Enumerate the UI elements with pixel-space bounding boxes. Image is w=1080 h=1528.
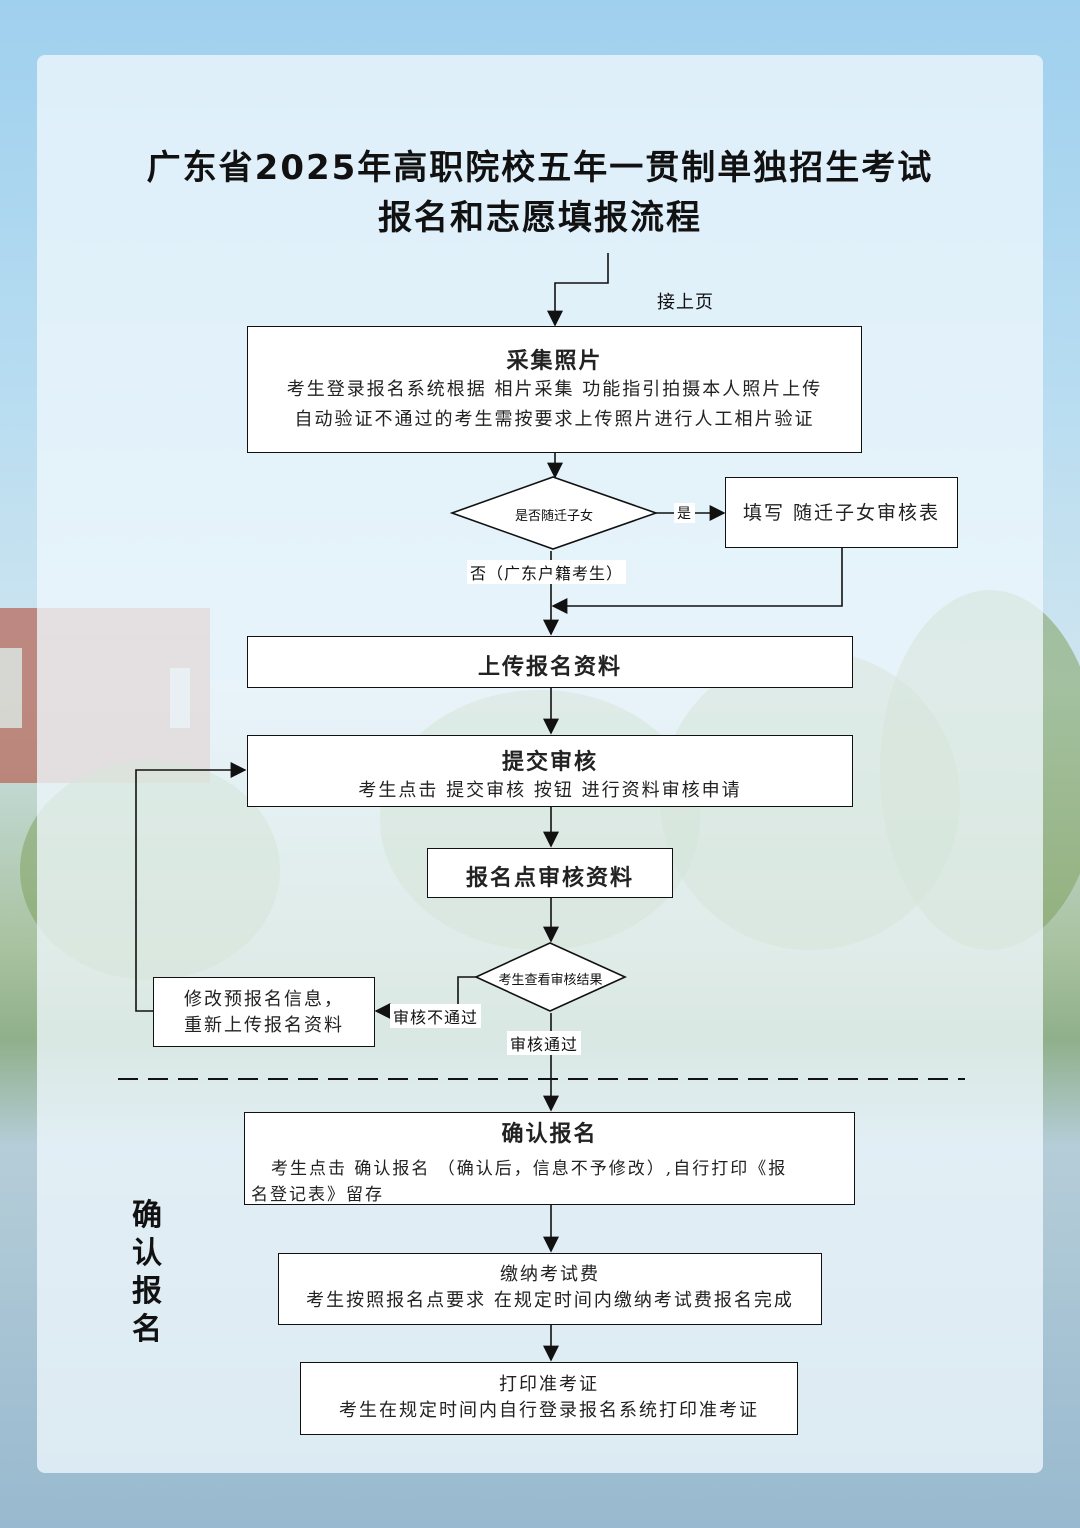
step-collect-photo: 采集照片 考生登录报名系统根据 相片采集 功能指引拍摄本人照片上传 自动验证不通… — [247, 326, 862, 453]
step-text: 名登记表》留存 — [251, 1185, 384, 1205]
step-site-review: 报名点审核资料 — [427, 848, 673, 898]
fail-label: 审核不通过 — [390, 1004, 482, 1028]
step-text: 考生在规定时间内自行登录报名系统打印准考证 — [339, 1400, 759, 1421]
decision-migrant-label: 是否随迁子女 — [514, 509, 593, 524]
step-text: 自动验证不通过的考生需按要求上传照片进行人工相片验证 — [294, 409, 815, 430]
step-text: 重新上传报名资料 — [184, 1015, 344, 1036]
step-text: 考生点击 提交审核 按钮 进行资料审核申请 — [358, 780, 742, 801]
step-upload-materials: 上传报名资料 — [247, 636, 853, 688]
step-pay-fee: 缴纳考试费 考生按照报名点要求 在规定时间内缴纳考试费报名完成 — [278, 1253, 822, 1325]
step-text: 填写 随迁子女审核表 — [742, 502, 941, 524]
continue-from-previous-page: 接上页 — [657, 292, 714, 313]
section-label-char: 报 — [132, 1274, 162, 1309]
section-label-char: 认 — [132, 1236, 162, 1271]
connector-from-prev-page — [547, 253, 609, 327]
page-title-line1: 广东省2025年高职院校五年一贯制单独招生考试 — [146, 148, 934, 188]
step-text: 考生点击 确认报名 （确认后，信息不予修改）,自行打印《报 — [271, 1159, 788, 1179]
step-confirm-registration: 确认报名 考生点击 确认报名 （确认后，信息不予修改）,自行打印《报 名登记表》… — [244, 1112, 855, 1205]
step-print-ticket: 打印准考证 考生在规定时间内自行登录报名系统打印准考证 — [300, 1362, 798, 1435]
page-title-line2: 报名和志愿填报流程 — [378, 198, 702, 238]
yes-label: 是 — [674, 503, 695, 523]
step-heading: 上传报名资料 — [477, 655, 622, 680]
step-text: 修改预报名信息， — [184, 989, 344, 1010]
pass-label: 审核通过 — [507, 1031, 582, 1055]
decision-result-label: 考生查看审核结果 — [498, 973, 603, 988]
step-heading: 采集照片 — [506, 349, 603, 374]
connector-migrant-merge — [551, 548, 843, 614]
decision-diamond-migrant — [449, 476, 659, 550]
step-text: 考生登录报名系统根据 相片采集 功能指引拍摄本人照片上传 — [286, 379, 823, 400]
decision-diamond-result — [474, 942, 627, 1012]
connector-modify-loop — [135, 762, 247, 1012]
step-heading: 缴纳考试费 — [500, 1264, 600, 1285]
step-heading: 提交审核 — [501, 750, 598, 775]
step-migrant-form: 填写 随迁子女审核表 — [725, 477, 958, 548]
step-submit-review: 提交审核 考生点击 提交审核 按钮 进行资料审核申请 — [247, 735, 853, 807]
section-label-char: 确 — [132, 1198, 162, 1233]
no-label: 否（广东户籍考生） — [467, 560, 627, 584]
section-label-confirm: 确 认 报 名 — [132, 1197, 168, 1349]
step-heading: 打印准考证 — [499, 1374, 599, 1395]
step-text: 考生按照报名点要求 在规定时间内缴纳考试费报名完成 — [306, 1290, 794, 1311]
section-label-char: 名 — [132, 1312, 162, 1347]
step-modify-info: 修改预报名信息， 重新上传报名资料 — [153, 977, 375, 1047]
step-heading: 报名点审核资料 — [465, 866, 634, 891]
step-heading: 确认报名 — [501, 1122, 598, 1147]
